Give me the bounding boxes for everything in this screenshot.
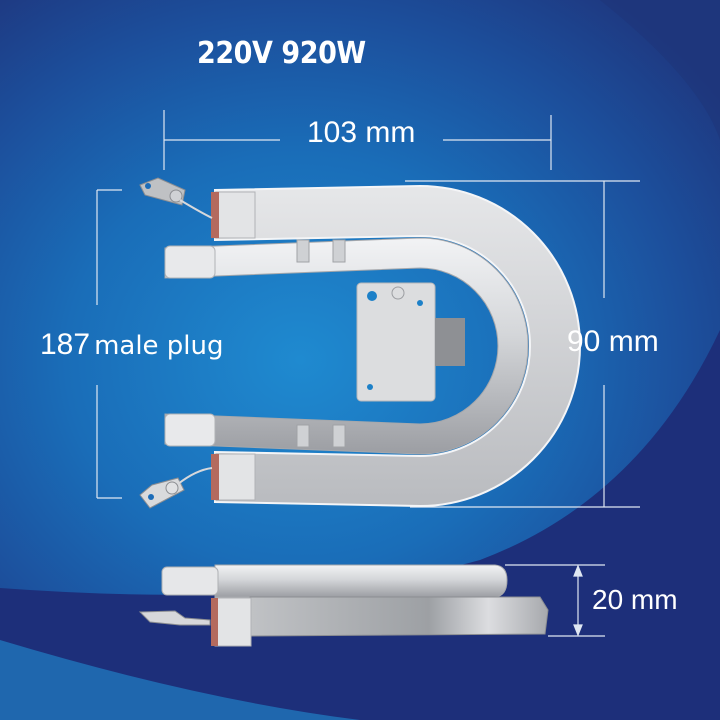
terminal-type: male plug (94, 331, 224, 361)
heating-element-side-view (138, 564, 549, 647)
width-dimension-lines (163, 110, 552, 170)
dark-wave (600, 0, 720, 140)
terminal-size: 187 (40, 328, 91, 361)
plug-bracket-lines (96, 189, 122, 499)
height-dimension-label: 90 mm (567, 325, 659, 358)
height-dimension-lines (405, 180, 640, 508)
width-dimension-label: 103 mm (307, 116, 416, 149)
thickness-dimension-lines (505, 564, 605, 637)
page-title: 220V 920W (197, 36, 366, 71)
heating-element-top-view (139, 177, 581, 509)
thickness-dimension-label: 20 mm (592, 584, 678, 615)
